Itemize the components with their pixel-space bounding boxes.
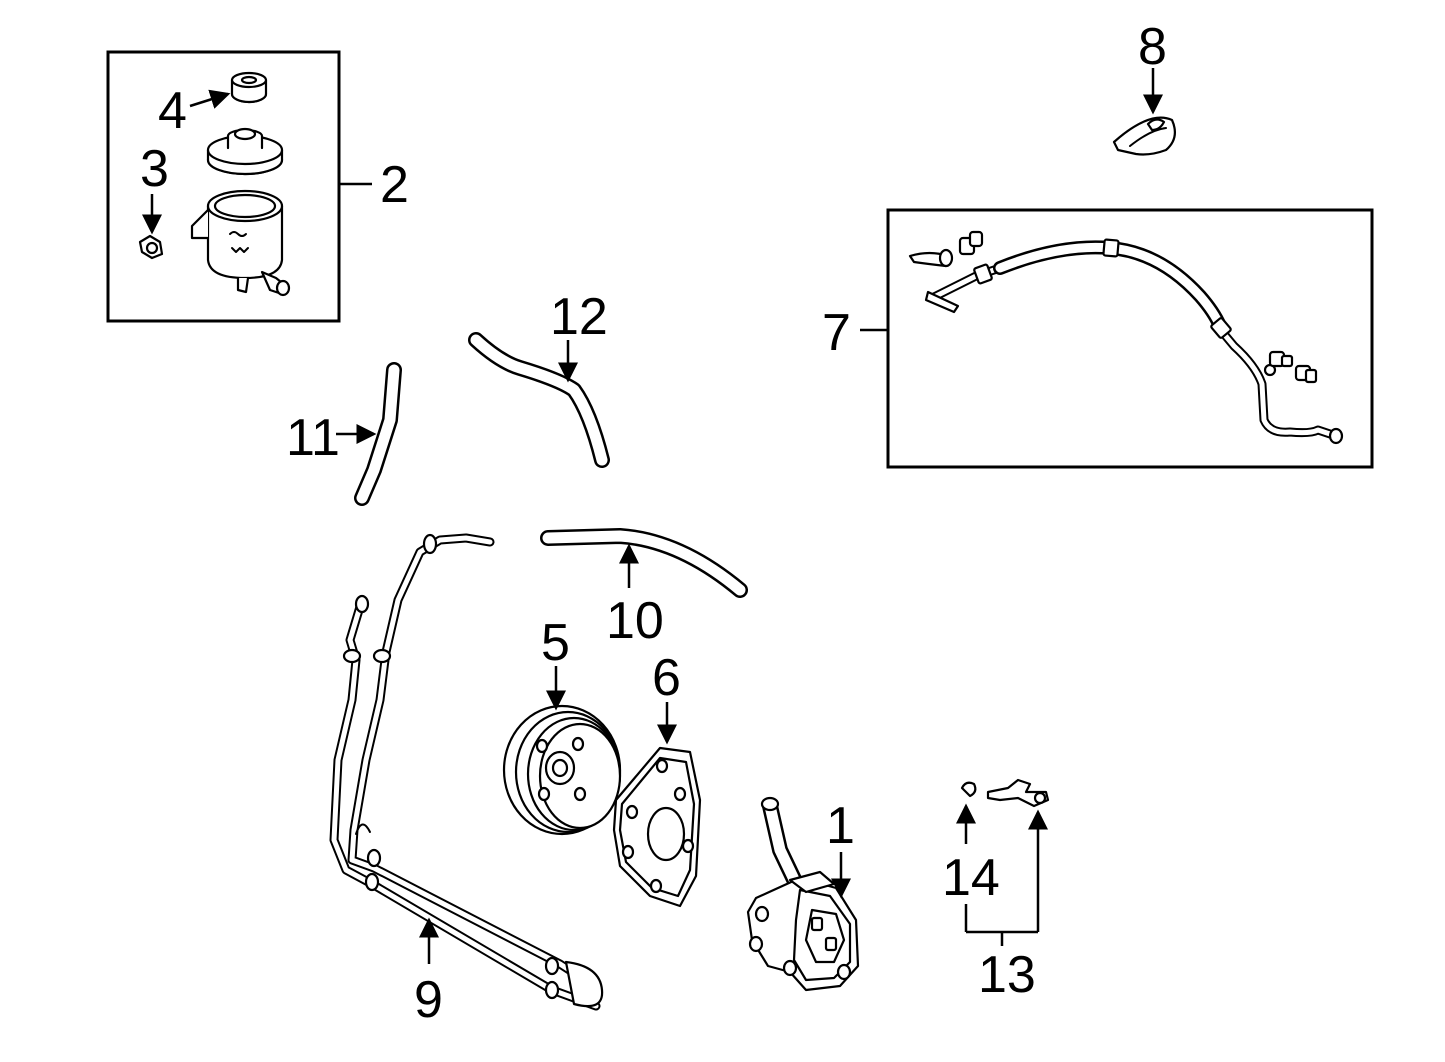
part-1-steering-pump: 1 xyxy=(746,796,860,992)
part-8-bracket: 8 xyxy=(1112,18,1177,156)
callout-12: 12 xyxy=(550,288,608,346)
pressure-hose-group: 7 xyxy=(822,208,1374,469)
callout-2: 2 xyxy=(380,156,409,214)
callout-10: 10 xyxy=(606,592,664,650)
callout-4: 4 xyxy=(158,82,187,140)
part-13-14-bracket-clip: 14 13 xyxy=(942,778,1050,1004)
part-4-cap-seal xyxy=(230,71,268,104)
callout-6: 6 xyxy=(652,649,681,707)
reservoir-cap xyxy=(206,127,284,176)
callout-14: 14 xyxy=(942,849,1000,907)
part-7-pressure-hose xyxy=(924,238,1344,445)
reservoir-tank xyxy=(190,189,291,297)
part-12-hose: 12 xyxy=(468,288,610,468)
callout-3: 3 xyxy=(140,140,169,198)
reservoir-group-box xyxy=(106,50,341,323)
part-3-clip xyxy=(138,234,164,260)
callout-11: 11 xyxy=(286,409,340,467)
callout-1: 1 xyxy=(826,797,855,855)
pressure-hose-group-box xyxy=(886,208,1374,469)
part-9-cooler-lines: 9 xyxy=(329,533,604,1029)
reservoir-group: 2 4 xyxy=(106,50,409,323)
part-5-pulley: 5 xyxy=(502,614,622,836)
callout-5: 5 xyxy=(541,614,570,672)
callout-7: 7 xyxy=(822,304,851,362)
callout-8: 8 xyxy=(1138,18,1167,76)
part-6-mount-bracket: 6 xyxy=(612,649,702,908)
callout-9: 9 xyxy=(414,971,443,1029)
part-10-hose: 10 xyxy=(540,528,748,650)
pressure-hose-fittings xyxy=(908,230,1318,384)
callout-13: 13 xyxy=(978,946,1036,1004)
part-11-hose: 11 xyxy=(286,362,402,506)
